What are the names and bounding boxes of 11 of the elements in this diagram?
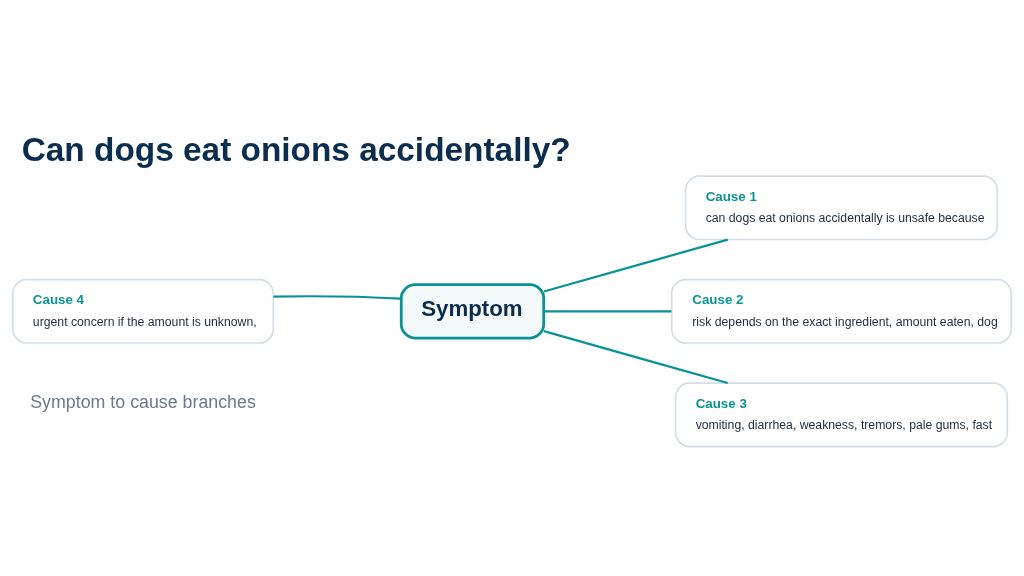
connector — [543, 238, 729, 293]
connector — [273, 294, 401, 300]
node-box: Cause 4 urgent concern if the amount is unknown, — [11, 278, 275, 344]
node-box: Cause 2 risk depends on the exact ingredient, amount eaten, dog — [670, 278, 1013, 344]
diagram-title: Can dogs eat onions accidentally? — [21, 130, 571, 167]
connector — [543, 329, 729, 384]
node-box: Cause 1 can dogs eat onions accidentally is unsafe because — [684, 174, 999, 240]
label: Symptom to cause branches — [30, 391, 256, 412]
node-box: Symptom — [399, 282, 546, 339]
connector — [543, 309, 672, 312]
node-box: Cause 3 vomiting, diarrhea, weakness, tremors, pale gums, fast — [674, 381, 1009, 447]
